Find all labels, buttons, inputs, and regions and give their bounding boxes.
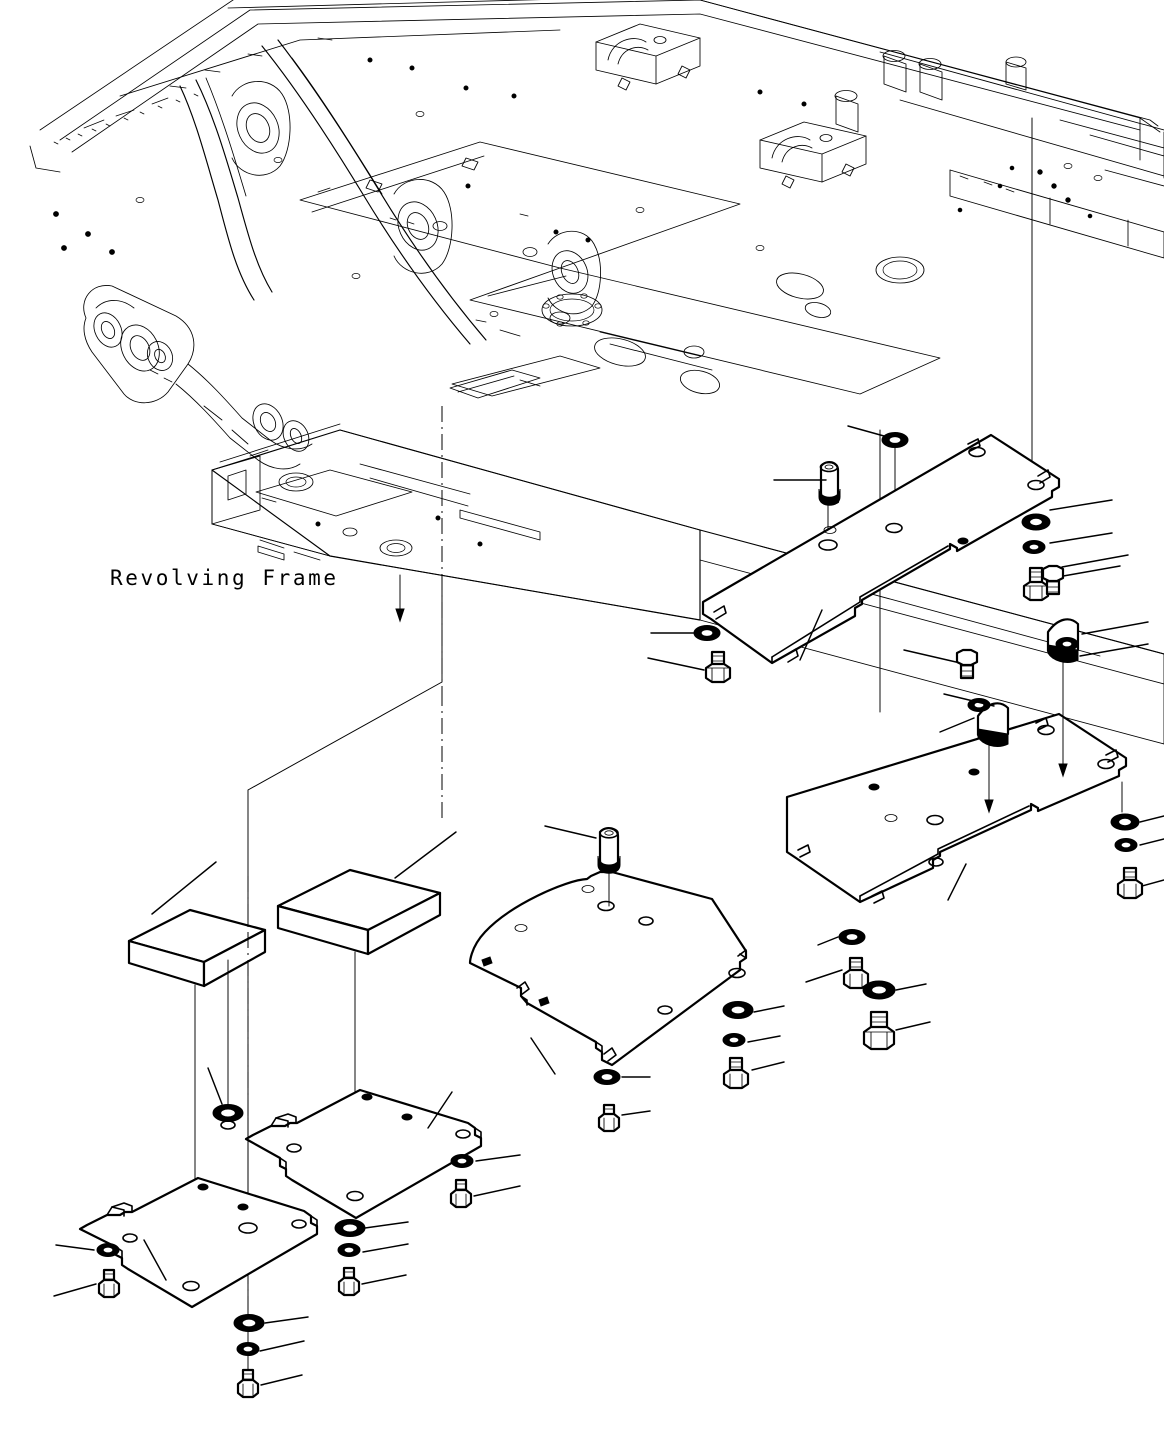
center-undercover-plate-group	[468, 825, 785, 1133]
rubber-mat-right	[276, 868, 442, 956]
plate-hole	[1097, 758, 1115, 770]
hex-bolt	[1116, 866, 1144, 900]
flat-washer	[881, 432, 909, 448]
spring-washer	[1055, 637, 1079, 651]
hex-bolt	[97, 1268, 121, 1299]
plate-hole-filled	[361, 1093, 373, 1101]
spring-washer	[722, 1033, 746, 1047]
plate-hole	[455, 1129, 471, 1139]
flat-washer	[233, 1314, 265, 1332]
hardware-stack-plate-right	[449, 1154, 474, 1209]
undercover-plate-surface	[468, 870, 748, 1067]
spring-washer	[1114, 838, 1138, 852]
flat-washer	[334, 1219, 366, 1237]
spring-washer	[1022, 540, 1046, 554]
retaining-clip	[976, 702, 1010, 747]
frame-brackets	[53, 23, 1103, 317]
right-rear-cover-plate-group	[647, 425, 1121, 684]
grommet-bushing	[818, 460, 841, 506]
leader-lines-center-plate	[530, 825, 785, 1116]
plate-hole-filled	[237, 1203, 249, 1211]
hardware-stack-center	[593, 1001, 754, 1133]
hex-bolt	[1041, 564, 1065, 596]
plate-hole	[728, 967, 746, 979]
flat-washer	[1110, 813, 1140, 831]
flat-washer	[1021, 513, 1051, 531]
hex-bolt-large	[862, 1010, 896, 1051]
frame-boom-bosses	[83, 39, 601, 470]
plate-hole-small	[884, 814, 898, 822]
hex-bolt	[1022, 566, 1050, 602]
hex-bolt	[842, 956, 870, 990]
revolving-frame-caption: Revolving Frame	[110, 566, 339, 590]
hex-bolt	[337, 1266, 361, 1297]
grommet-bushing	[597, 826, 621, 874]
grommet-washer	[212, 1104, 244, 1122]
cover-plate-top-surface	[701, 433, 1061, 665]
hardware-stack-plate-middle	[334, 1219, 366, 1297]
plate-hole	[638, 916, 654, 926]
spring-washer	[236, 1342, 260, 1356]
leader-lines-front-plate	[805, 554, 1164, 1031]
plate-hole-filled	[401, 1113, 413, 1121]
plate-hole	[238, 1222, 258, 1234]
hex-bolt	[722, 1056, 750, 1090]
plate-hole	[657, 1005, 673, 1015]
hardware-stack-right-front	[1110, 813, 1144, 900]
plate-hole	[885, 522, 903, 534]
hardware-stack-right-rear	[1021, 513, 1051, 602]
cover-plate-top-surface	[785, 712, 1128, 904]
hardware-stack-left-front	[838, 929, 896, 1051]
flat-washer	[693, 625, 721, 641]
plate-hole-small	[514, 924, 528, 932]
plate-hole-filled	[197, 1183, 209, 1191]
plate-hole	[1027, 479, 1045, 491]
plate-hole	[968, 446, 986, 458]
leader-lines-floor-plates	[53, 831, 521, 1386]
plate-hole	[122, 1233, 138, 1243]
flat-washer	[722, 1001, 754, 1019]
flat-washer	[838, 929, 866, 945]
plate-hole	[818, 539, 838, 551]
hex-bolt	[449, 1178, 473, 1209]
plate-hole-filled	[868, 783, 880, 791]
hex-bolt	[236, 1368, 260, 1399]
flat-washer	[593, 1069, 621, 1085]
plate-hole	[182, 1280, 200, 1292]
spring-washer	[96, 1243, 120, 1257]
plate-hole-small	[581, 885, 595, 893]
hardware-stack-plate-left	[96, 1243, 121, 1299]
plate-hole	[286, 1143, 302, 1153]
frame-right-rail	[699, 0, 1164, 259]
hardware-upper-front	[955, 564, 1079, 712]
leader-lines-rear-plate	[647, 425, 1121, 671]
plate-hole	[597, 900, 615, 912]
plate-hole	[928, 857, 944, 867]
hardware-stack-plate-bottom	[233, 1314, 265, 1399]
plate-hole	[346, 1190, 364, 1202]
plate-hole-filled	[957, 537, 969, 545]
plate-hole	[1037, 724, 1055, 736]
plate-hole-filled	[968, 768, 980, 776]
plate-hole	[926, 814, 944, 826]
frame-deck-panels	[299, 141, 941, 399]
hex-bolt	[597, 1103, 621, 1133]
plate-hole	[291, 1219, 307, 1229]
plate-hole-small	[823, 526, 837, 534]
left-floor-plate-group	[53, 831, 521, 1399]
hardware-stack-left-rear	[693, 625, 732, 684]
hex-bolt	[704, 650, 732, 684]
spring-washer	[450, 1154, 474, 1168]
rubber-mat-left	[127, 908, 267, 988]
spring-washer	[337, 1243, 361, 1257]
right-front-cover-plate-group	[785, 554, 1164, 1051]
hex-bolt	[955, 648, 979, 680]
flat-washer	[862, 980, 896, 1000]
